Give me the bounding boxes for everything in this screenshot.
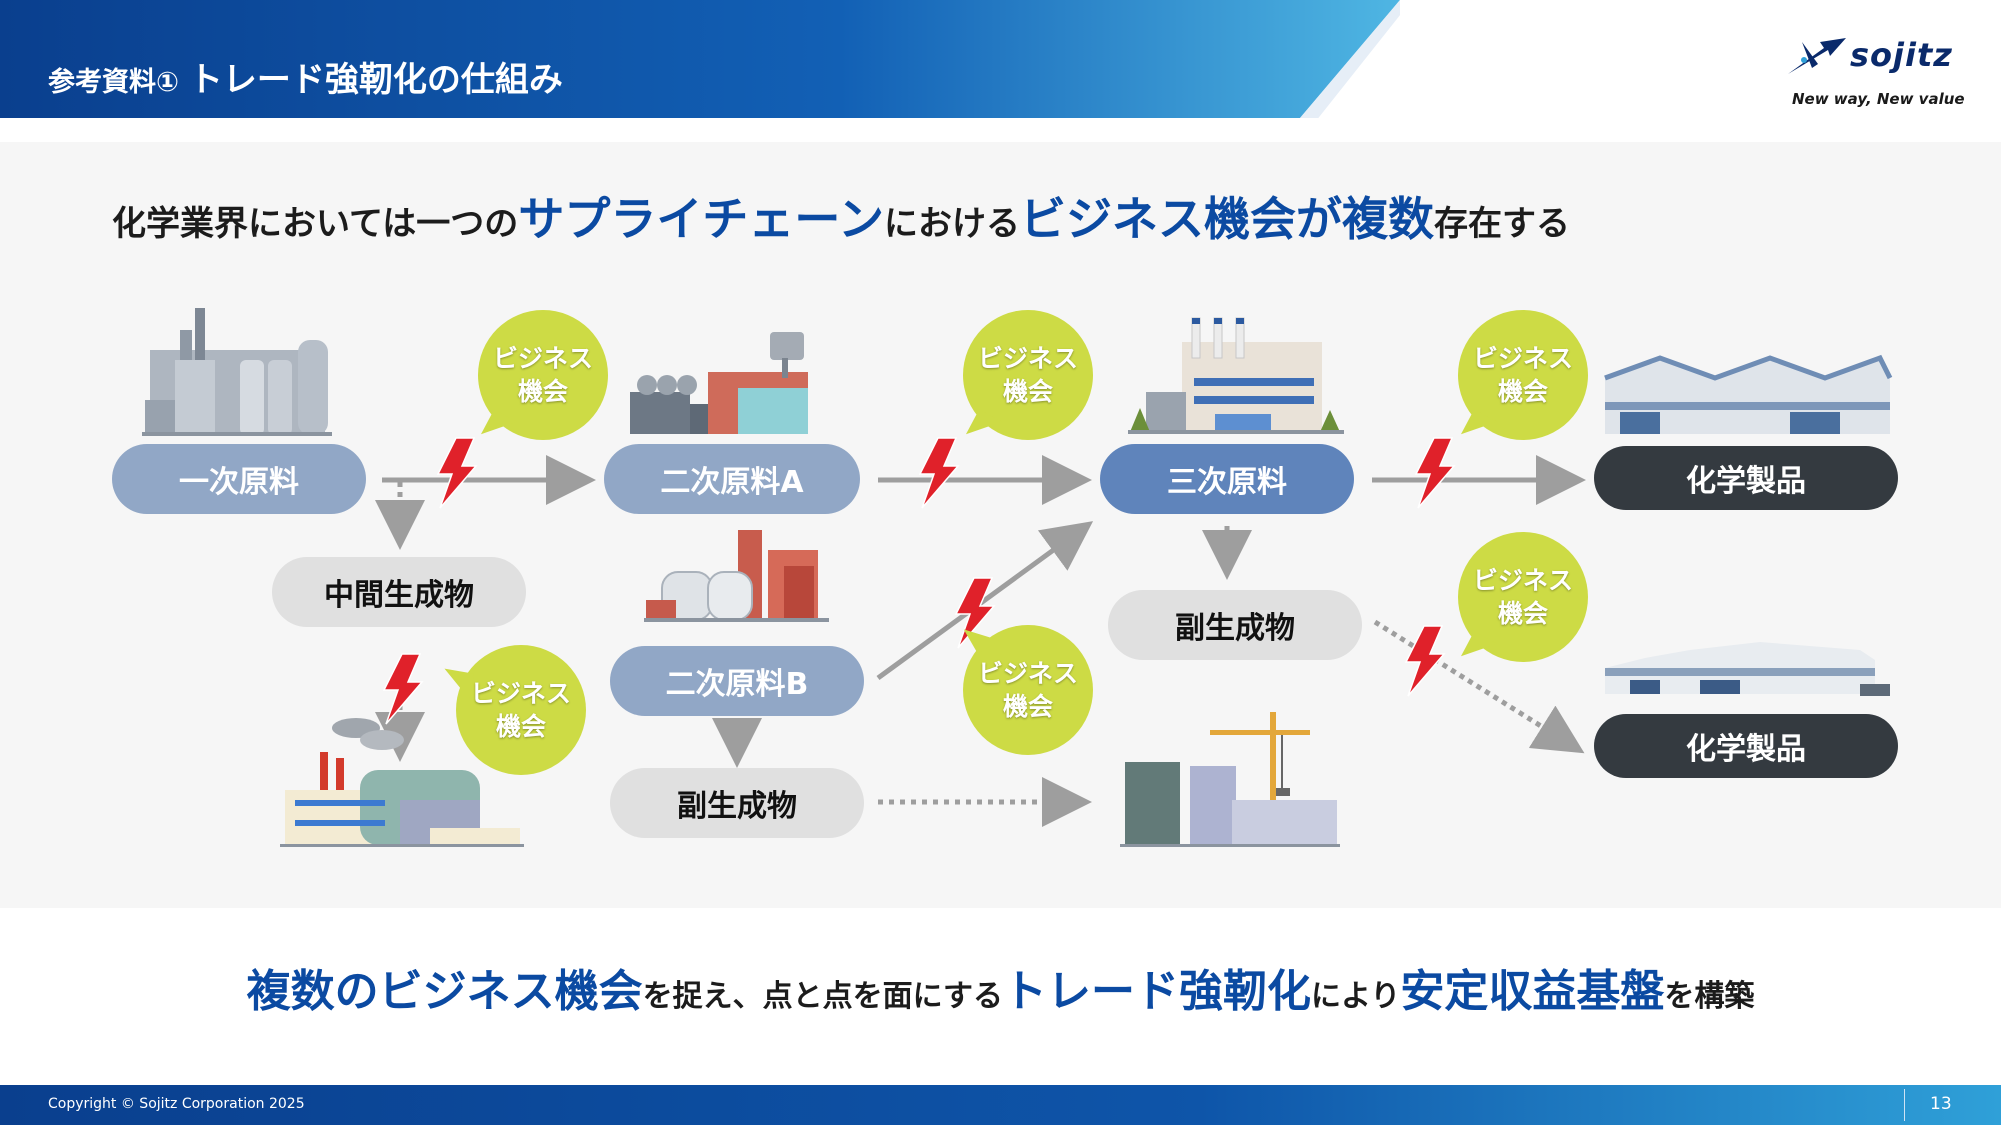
bubble-line2: 機会 <box>1002 692 1053 721</box>
page-number: 13 <box>1930 1094 1952 1114</box>
page-title: 参考資料① トレード強靭化の仕組み <box>48 52 563 102</box>
logo-wordmark: sojitz <box>1850 36 1953 74</box>
bubble-line1: ビジネス <box>1472 566 1573 595</box>
conclusion-part3: を構築 <box>1664 979 1755 1014</box>
bubble-line1: ビジネス <box>977 344 1078 373</box>
business-opportunity-bubble-4: ビジネス 機会 <box>1458 532 1588 669</box>
conclusion-emphasis-opportunities: 複数のビジネス機会 <box>246 966 643 1017</box>
node-tertiary-material: 三次原料 <box>1100 444 1354 514</box>
bubble-line1: ビジネス <box>492 344 593 373</box>
factory-a-illustration <box>630 332 808 434</box>
node-byproduct-c: 副生成物 <box>1108 590 1362 660</box>
factory-b-illustration <box>644 530 829 622</box>
power-plant-illustration <box>1128 317 1344 434</box>
headline-emphasis-opportunities: ビジネス機会が複数 <box>1020 192 1435 246</box>
footer-divider <box>1904 1089 1905 1121</box>
business-opportunity-bubble-5: ビジネス 機会 <box>963 616 1093 755</box>
headline-part1: 化学業界においては一つの <box>112 204 519 244</box>
node-secondary-material-a: 二次原料A <box>604 444 860 514</box>
header-band <box>0 0 1400 118</box>
conclusion-emphasis-stable-revenue: 安定収益基盤 <box>1400 966 1665 1017</box>
bubble-line1: ビジネス <box>470 679 571 708</box>
logo-mark-icon <box>1788 38 1846 74</box>
bubble-line2: 機会 <box>517 377 568 406</box>
headline: 化学業界においては一つの サプライチェーン における ビジネス機会が複数 存在す… <box>112 183 1570 253</box>
footer-bar <box>0 1085 2001 1125</box>
lightning-bolt-icon-2 <box>918 437 960 509</box>
conclusion-statement: 複数のビジネス機会 を捉え、点と点を面にする トレード強靭化 により 安定収益基… <box>0 955 2001 1035</box>
lightning-bolt-icon-1 <box>436 437 478 509</box>
page-title-text: トレード強靭化の仕組み <box>188 60 563 100</box>
node-byproduct-b: 副生成物 <box>610 768 864 838</box>
headline-part2: における <box>884 204 1021 244</box>
sojitz-logo: sojitz New way, New value <box>1780 30 1970 110</box>
warehouse-1-illustration <box>1604 354 1893 434</box>
bubble-line1: ビジネス <box>1472 344 1573 373</box>
node-chemical-product-2: 化学製品 <box>1594 714 1898 778</box>
bubble-line2: 機会 <box>1002 377 1053 406</box>
diagram-panel <box>0 142 2001 908</box>
conclusion-emphasis-trade-resilience: トレード強靭化 <box>1002 966 1311 1017</box>
lightning-bolt-icon-3 <box>1414 437 1456 509</box>
bubble-line2: 機会 <box>1497 599 1548 628</box>
business-opportunity-bubble-2: ビジネス 機会 <box>963 310 1093 447</box>
lightning-bolt-icon-6 <box>1404 625 1446 697</box>
construction-site-illustration <box>1120 712 1340 847</box>
logo-tagline: New way, New value <box>1792 90 1965 108</box>
business-opportunity-bubble-3: ビジネス 機会 <box>1458 310 1588 447</box>
node-chemical-product-1: 化学製品 <box>1594 446 1898 510</box>
node-secondary-material-b: 二次原料B <box>610 646 864 716</box>
bubble-line1: ビジネス <box>977 659 1078 688</box>
lightning-bolt-icon-4 <box>954 577 996 649</box>
conclusion-part1: を捉え、点と点を面にする <box>642 979 1003 1014</box>
headline-emphasis-supply-chain: サプライチェーン <box>518 192 885 246</box>
page-title-prefix: 参考資料① <box>48 67 179 98</box>
chemical-plant-illustration <box>280 718 524 847</box>
node-primary-material: 一次原料 <box>112 444 366 514</box>
copyright-text: Copyright © Sojitz Corporation 2025 <box>48 1096 305 1112</box>
node-intermediate-product: 中間生成物 <box>272 557 526 627</box>
business-opportunity-bubble-6: ビジネス 機会 <box>439 645 586 775</box>
refinery-illustration <box>142 308 332 436</box>
bubble-line2: 機会 <box>495 712 546 741</box>
bubble-line2: 機会 <box>1497 377 1548 406</box>
headline-part3: 存在する <box>1434 204 1571 244</box>
warehouse-2-illustration <box>1605 642 1890 696</box>
business-opportunity-bubble-1: ビジネス 機会 <box>478 310 608 447</box>
lightning-bolt-icon-5 <box>382 653 424 725</box>
conclusion-part2: により <box>1310 979 1401 1014</box>
